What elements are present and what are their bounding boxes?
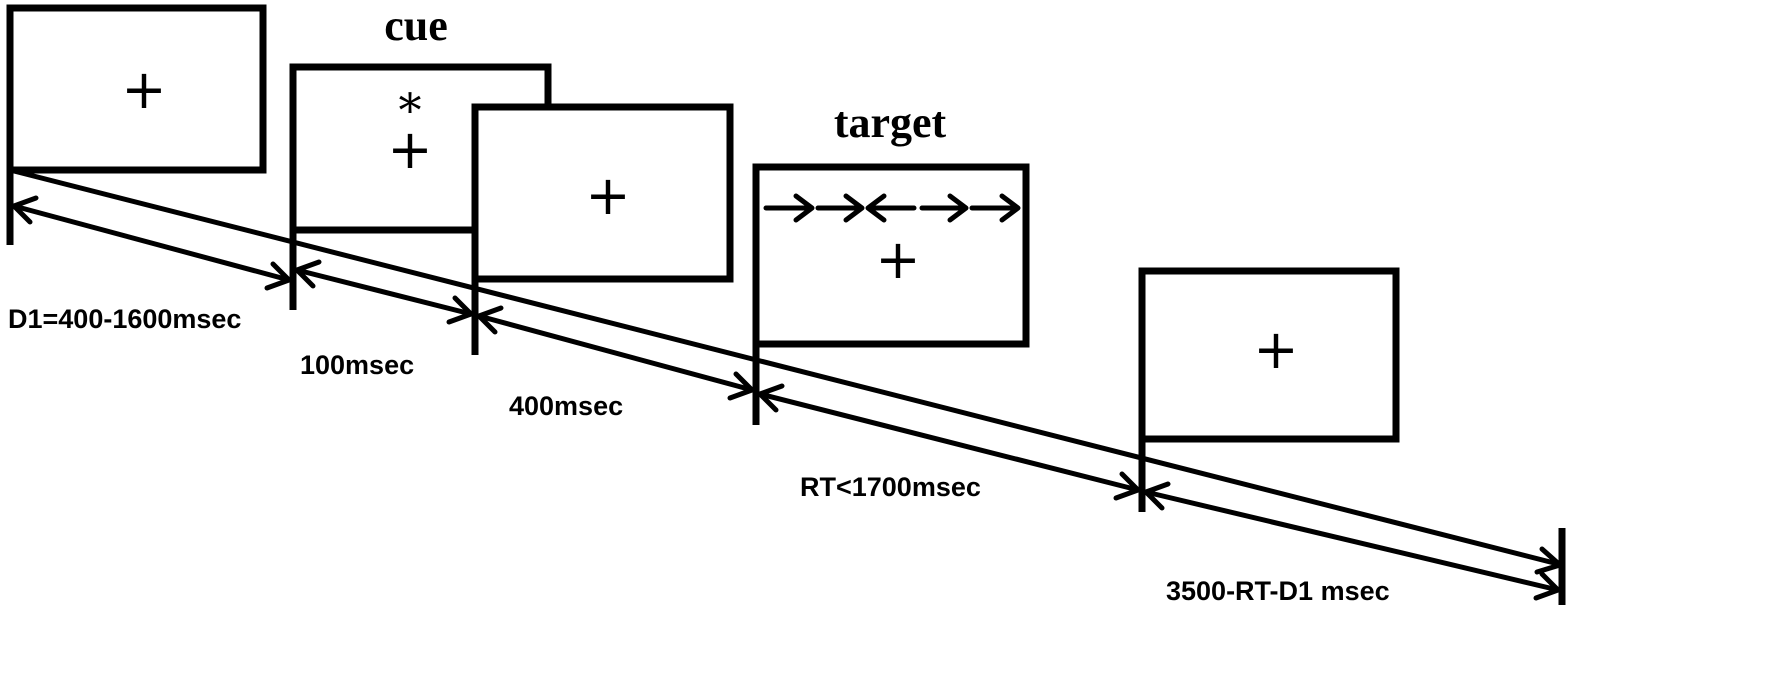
frame-4-fixation-cross: + (875, 228, 920, 291)
duration-label-cue: 100msec (300, 350, 414, 380)
frame-fixation-3: + (1138, 267, 1400, 443)
time-axis-line (9, 167, 1563, 568)
duration-label-rt: RT<1700msec (800, 472, 981, 502)
target-title: target (834, 98, 947, 147)
cue-title: cue (384, 1, 448, 50)
interval-arrow-iti (1143, 481, 1561, 601)
duration-label-iti: 3500-RT-D1 msec (1166, 576, 1390, 606)
frame-fixation-1: + (6, 4, 267, 174)
duration-label-post-cue: 400msec (509, 391, 623, 421)
cue-asterisk: * (399, 83, 422, 137)
frame-1-fixation-cross: + (121, 58, 166, 121)
interval-arrow-post-cue (476, 305, 755, 401)
flanker-right-arrow-icon (969, 193, 1021, 223)
flanker-right-arrow-icon (919, 193, 969, 223)
frame-4-box (752, 163, 1030, 348)
frame-5-box (1138, 267, 1400, 443)
interval-arrow-cue (294, 259, 474, 325)
target-left-arrow-icon (865, 193, 917, 223)
frame-3-fixation-cross: + (585, 164, 630, 227)
duration-label-d1: D1=400-1600msec (8, 304, 241, 334)
frame-2-fixation-cross: + (387, 118, 432, 181)
flanker-arrow-row (763, 193, 1021, 223)
time-axis-arrowhead (1534, 546, 1563, 575)
interval-arrow-d1 (11, 195, 292, 291)
interval-arrow-rt (757, 383, 1141, 501)
frame-target: target (752, 98, 1030, 348)
frame-5-fixation-cross: + (1253, 318, 1298, 381)
frame-3-box (471, 103, 734, 283)
frame-fixation-2: + (471, 103, 734, 283)
flanker-right-arrow-icon (815, 193, 865, 223)
flanker-right-arrow-icon (763, 193, 815, 223)
frame-1-box (6, 4, 267, 174)
